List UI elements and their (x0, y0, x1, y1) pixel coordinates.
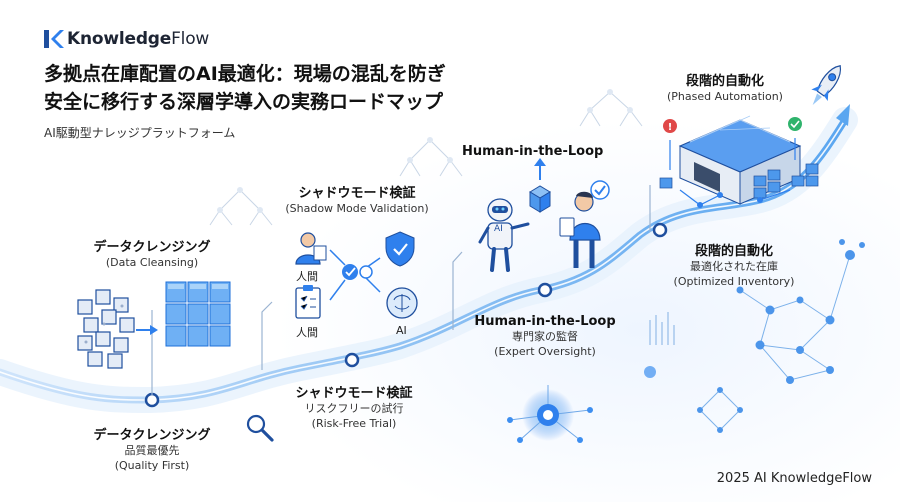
box-icon (529, 158, 551, 213)
stage-data-cleansing-upper: データクレンジング (Data Cleansing) (82, 236, 222, 270)
brain-icon (386, 287, 418, 319)
brand-logo: KnowledgeFlow (67, 29, 209, 49)
stage-phased-automation-lower: 段階的自動化 最適化された在庫 (Optimized Inventory) (664, 240, 804, 289)
stage-label: シャドウモード検証 (295, 386, 413, 401)
stage-label-jp: 品質最優先 (124, 444, 180, 457)
stage-label: データクレンジング (93, 240, 211, 255)
stage-label-en: (Quality First) (114, 459, 190, 472)
title-line-2: 安全に移行する深層学導入の実務ロードマップ (44, 91, 444, 113)
stage-data-cleansing-lower: データクレンジング 品質最優先 (Quality First) (72, 424, 232, 473)
background-tree-graphs (209, 91, 643, 226)
logo-mark-icon (44, 30, 64, 48)
person-icon (295, 232, 327, 265)
page-subtitle: AI駆動型ナレッジプラットフォーム (44, 126, 236, 140)
stage-label-en: (Data Cleansing) (105, 256, 199, 269)
stage-label-en: (Shadow Mode Validation) (285, 202, 429, 215)
stage-label: シャドウモード検証 (298, 186, 416, 201)
ai-label: AI (396, 324, 407, 337)
stage-shadow-mode-upper: シャドウモード検証 (Shadow Mode Validation) (272, 182, 442, 216)
rocket-icon (811, 65, 842, 106)
human-label-bottom: 人間 (296, 326, 318, 339)
human-label-top: 人間 (296, 270, 318, 283)
checklist-icon (295, 285, 321, 319)
stage-label: 段階的自動化 (685, 74, 764, 89)
stage-label: Human-in-the-Loop (462, 144, 604, 159)
footer-copyright: 2025 AI KnowledgeFlow (716, 471, 872, 486)
stage-label-jp: 専門家の監督 (512, 330, 578, 343)
stage-label-en: (Risk-Free Trial) (311, 417, 397, 430)
shield-check-icon (385, 231, 415, 267)
stage-shadow-mode-lower: シャドウモード検証 リスクフリーの試行 (Risk-Free Trial) (284, 382, 424, 431)
cube-cluster-icon (77, 289, 135, 369)
title-line-1: 多拠点在庫配置のAI最適化：現場の混乱を防ぎ (44, 63, 446, 85)
robot-icon (478, 198, 530, 272)
stage-label: 段階的自動化 (694, 244, 773, 259)
path-nodes (144, 222, 668, 408)
page-title: 多拠点在庫配置のAI最適化：現場の混乱を防ぎ 安全に移行する深層学導入の実務ロー… (44, 60, 484, 116)
robot-ai-badge: AI (494, 224, 503, 234)
brand-name: KnowledgeFlow (67, 29, 210, 49)
svg-text:!: ! (668, 122, 673, 133)
magnifier-icon (246, 414, 274, 442)
stage-label-jp: リスクフリーの試行 (304, 402, 404, 415)
stage-human-loop-upper: Human-in-the-Loop (462, 144, 603, 159)
stage-phased-automation-upper: 段階的自動化 (Phased Automation) (660, 70, 790, 104)
ordered-cube-icon (165, 281, 231, 347)
worker-person-icon (559, 191, 601, 268)
stage-label-jp: 最適化された在庫 (690, 260, 778, 273)
stage-human-loop-lower: Human-in-the-Loop 専門家の監督 (Expert Oversig… (470, 314, 620, 359)
stage-label-en: (Phased Automation) (667, 90, 783, 103)
warehouse-icon (659, 115, 819, 205)
stage-label: データクレンジング (93, 428, 211, 443)
stage-label-en: (Expert Oversight) (494, 345, 596, 358)
stage-label-en: (Optimized Inventory) (673, 275, 795, 288)
stage-label: Human-in-the-Loop (474, 314, 616, 329)
